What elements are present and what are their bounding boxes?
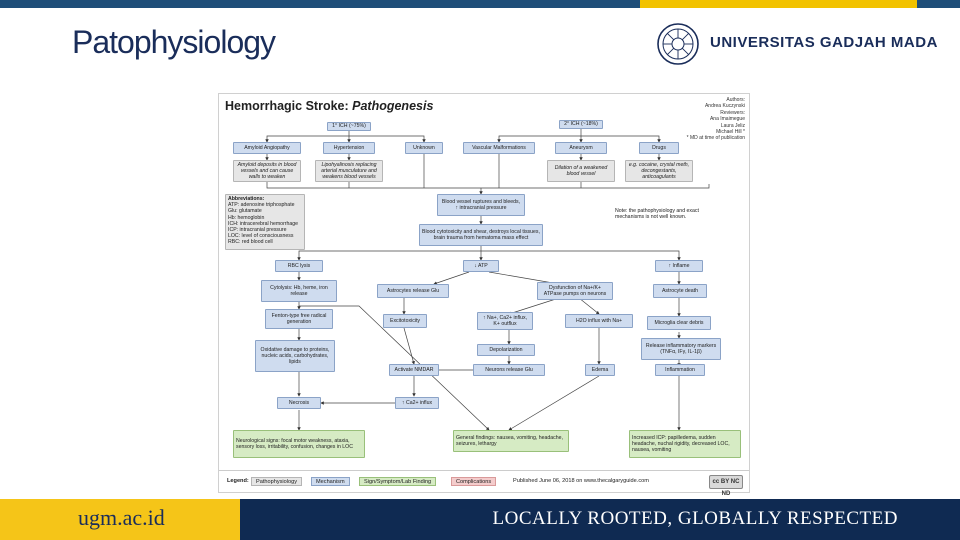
published-note: Published June 06, 2018 on www.thecalgar…: [513, 478, 649, 484]
node-decreased-atp: ↓ ATP: [463, 260, 499, 272]
node-vessel-rupture: Blood vessel ruptures and bleeds, ↑ intr…: [437, 194, 525, 216]
node-astrocyte-death: Astrocyte death: [653, 284, 707, 298]
flowchart: Hemorrhagic Stroke: Pathogenesis Authors…: [218, 93, 750, 497]
creative-commons-badge: cc BY NC ND: [709, 475, 743, 497]
top-bar-blue-right: [917, 0, 960, 8]
node-excitotoxicity: Excitotoxicity: [383, 314, 427, 328]
footer-tagline: LOCALLY ROOTED, GLOBALLY RESPECTED: [492, 508, 898, 529]
node-amyloid-description: Amyloid deposits in blood vessels and ca…: [233, 160, 301, 182]
node-rbc-lysis: RBC lysis: [275, 260, 323, 272]
node-oxidative-damage: Oxidative damage to proteins, nucleic ac…: [255, 340, 335, 372]
legend-pathophysiology: Pathophysiology: [251, 477, 303, 486]
node-inflammatory-markers: Release inflammatory markers (TNFα, IFγ,…: [641, 338, 721, 360]
abbreviations-box: Abbreviations:ATP: adenosine triphosphat…: [225, 194, 305, 250]
slide-title: Patophysiology: [72, 24, 276, 60]
top-bar-blue: [0, 0, 640, 8]
top-bar-gold: [640, 0, 917, 8]
university-logo: UNIVERSITAS GADJAH MADA: [656, 22, 937, 66]
node-inflammation: Inflammation: [655, 364, 705, 376]
node-water-influx: H2O influx with Na+: [565, 314, 633, 328]
legend-label: Legend:: [227, 478, 249, 484]
node-inflame: ↑ Inflame: [655, 260, 703, 272]
footer-url: ugm.ac.id: [78, 505, 165, 530]
node-depolarization: Depolarization: [477, 344, 535, 356]
node-fenton: Fenton-type free radical generation: [265, 309, 333, 329]
node-primary-ich: 1° ICH (~75%): [327, 122, 371, 131]
node-blood-cytotoxicity: Blood cytotoxicity and shear, destroys l…: [419, 224, 543, 246]
node-astrocytes-release-glu: Astrocytes release Glu: [377, 284, 449, 298]
node-neurological-signs: Neurological signs: focal motor weakness…: [233, 430, 365, 458]
university-name: UNIVERSITAS GADJAH MADA: [710, 34, 938, 51]
node-cytolysis: Cytolysis: Hb, heme, iron release: [261, 280, 337, 302]
legend-mechanism: Mechanism: [311, 477, 350, 486]
pathophysiology-note: Note: the pathophysiology and exact mech…: [615, 208, 699, 221]
ugm-seal-icon: [657, 23, 699, 65]
node-drugs: Drugs: [639, 142, 679, 154]
node-amyloid-angiopathy: Amyloid Angiopathy: [233, 142, 301, 154]
node-microglia: Microglia clear debris: [647, 316, 711, 330]
node-atpase-dysfunction: Dysfunction of Na+/K+ ATPase pumps on ne…: [537, 282, 613, 300]
footer-gold-panel: ugm.ac.id: [0, 499, 240, 540]
legend-sign-symptom: Sign/Symptom/Lab Finding: [359, 477, 437, 486]
flowchart-arrows: [265, 129, 710, 431]
node-increased-icp: Increased ICP: papilledema, sudden heada…: [629, 430, 741, 458]
node-hypertension: Hypertension: [323, 142, 375, 154]
node-general-findings: General findings: nausea, vomiting, head…: [453, 430, 569, 452]
node-aneurysm: Aneurysm: [555, 142, 607, 154]
node-necrosis: Necrosis: [277, 397, 321, 409]
node-edema: Edema: [585, 364, 615, 376]
node-secondary-ich: 2° ICH (~18%): [559, 120, 603, 129]
node-lipohyalinosis: Lipohyalinosis replacing arterial muscul…: [315, 160, 383, 182]
legend-complications: Complications: [451, 477, 497, 486]
node-neurons-release-glu: Neurons release Glu: [473, 364, 545, 376]
node-calcium-influx: ↑ Ca2+ influx: [395, 397, 439, 409]
footer: ugm.ac.id LOCALLY ROOTED, GLOBALLY RESPE…: [0, 499, 960, 540]
node-activate-nmdar: Activate NMDAR: [389, 364, 439, 376]
flowchart-title: Hemorrhagic Stroke: Pathogenesis: [225, 99, 434, 113]
footer-blue-panel: [240, 499, 960, 540]
legend: Legend: Pathophysiology Mechanism Sign/S…: [219, 470, 749, 497]
node-drugs-description: e.g. cocaine, crystal meth, decongestant…: [625, 160, 693, 182]
node-ion-influx: ↑ Na+, Ca2+ influx, K+ outflux: [477, 312, 533, 330]
node-unknown: Unknown: [405, 142, 443, 154]
node-dilation: Dilation of a weakened blood vessel: [547, 160, 615, 182]
node-vascular-malformations: Vascular Malformations: [463, 142, 535, 154]
